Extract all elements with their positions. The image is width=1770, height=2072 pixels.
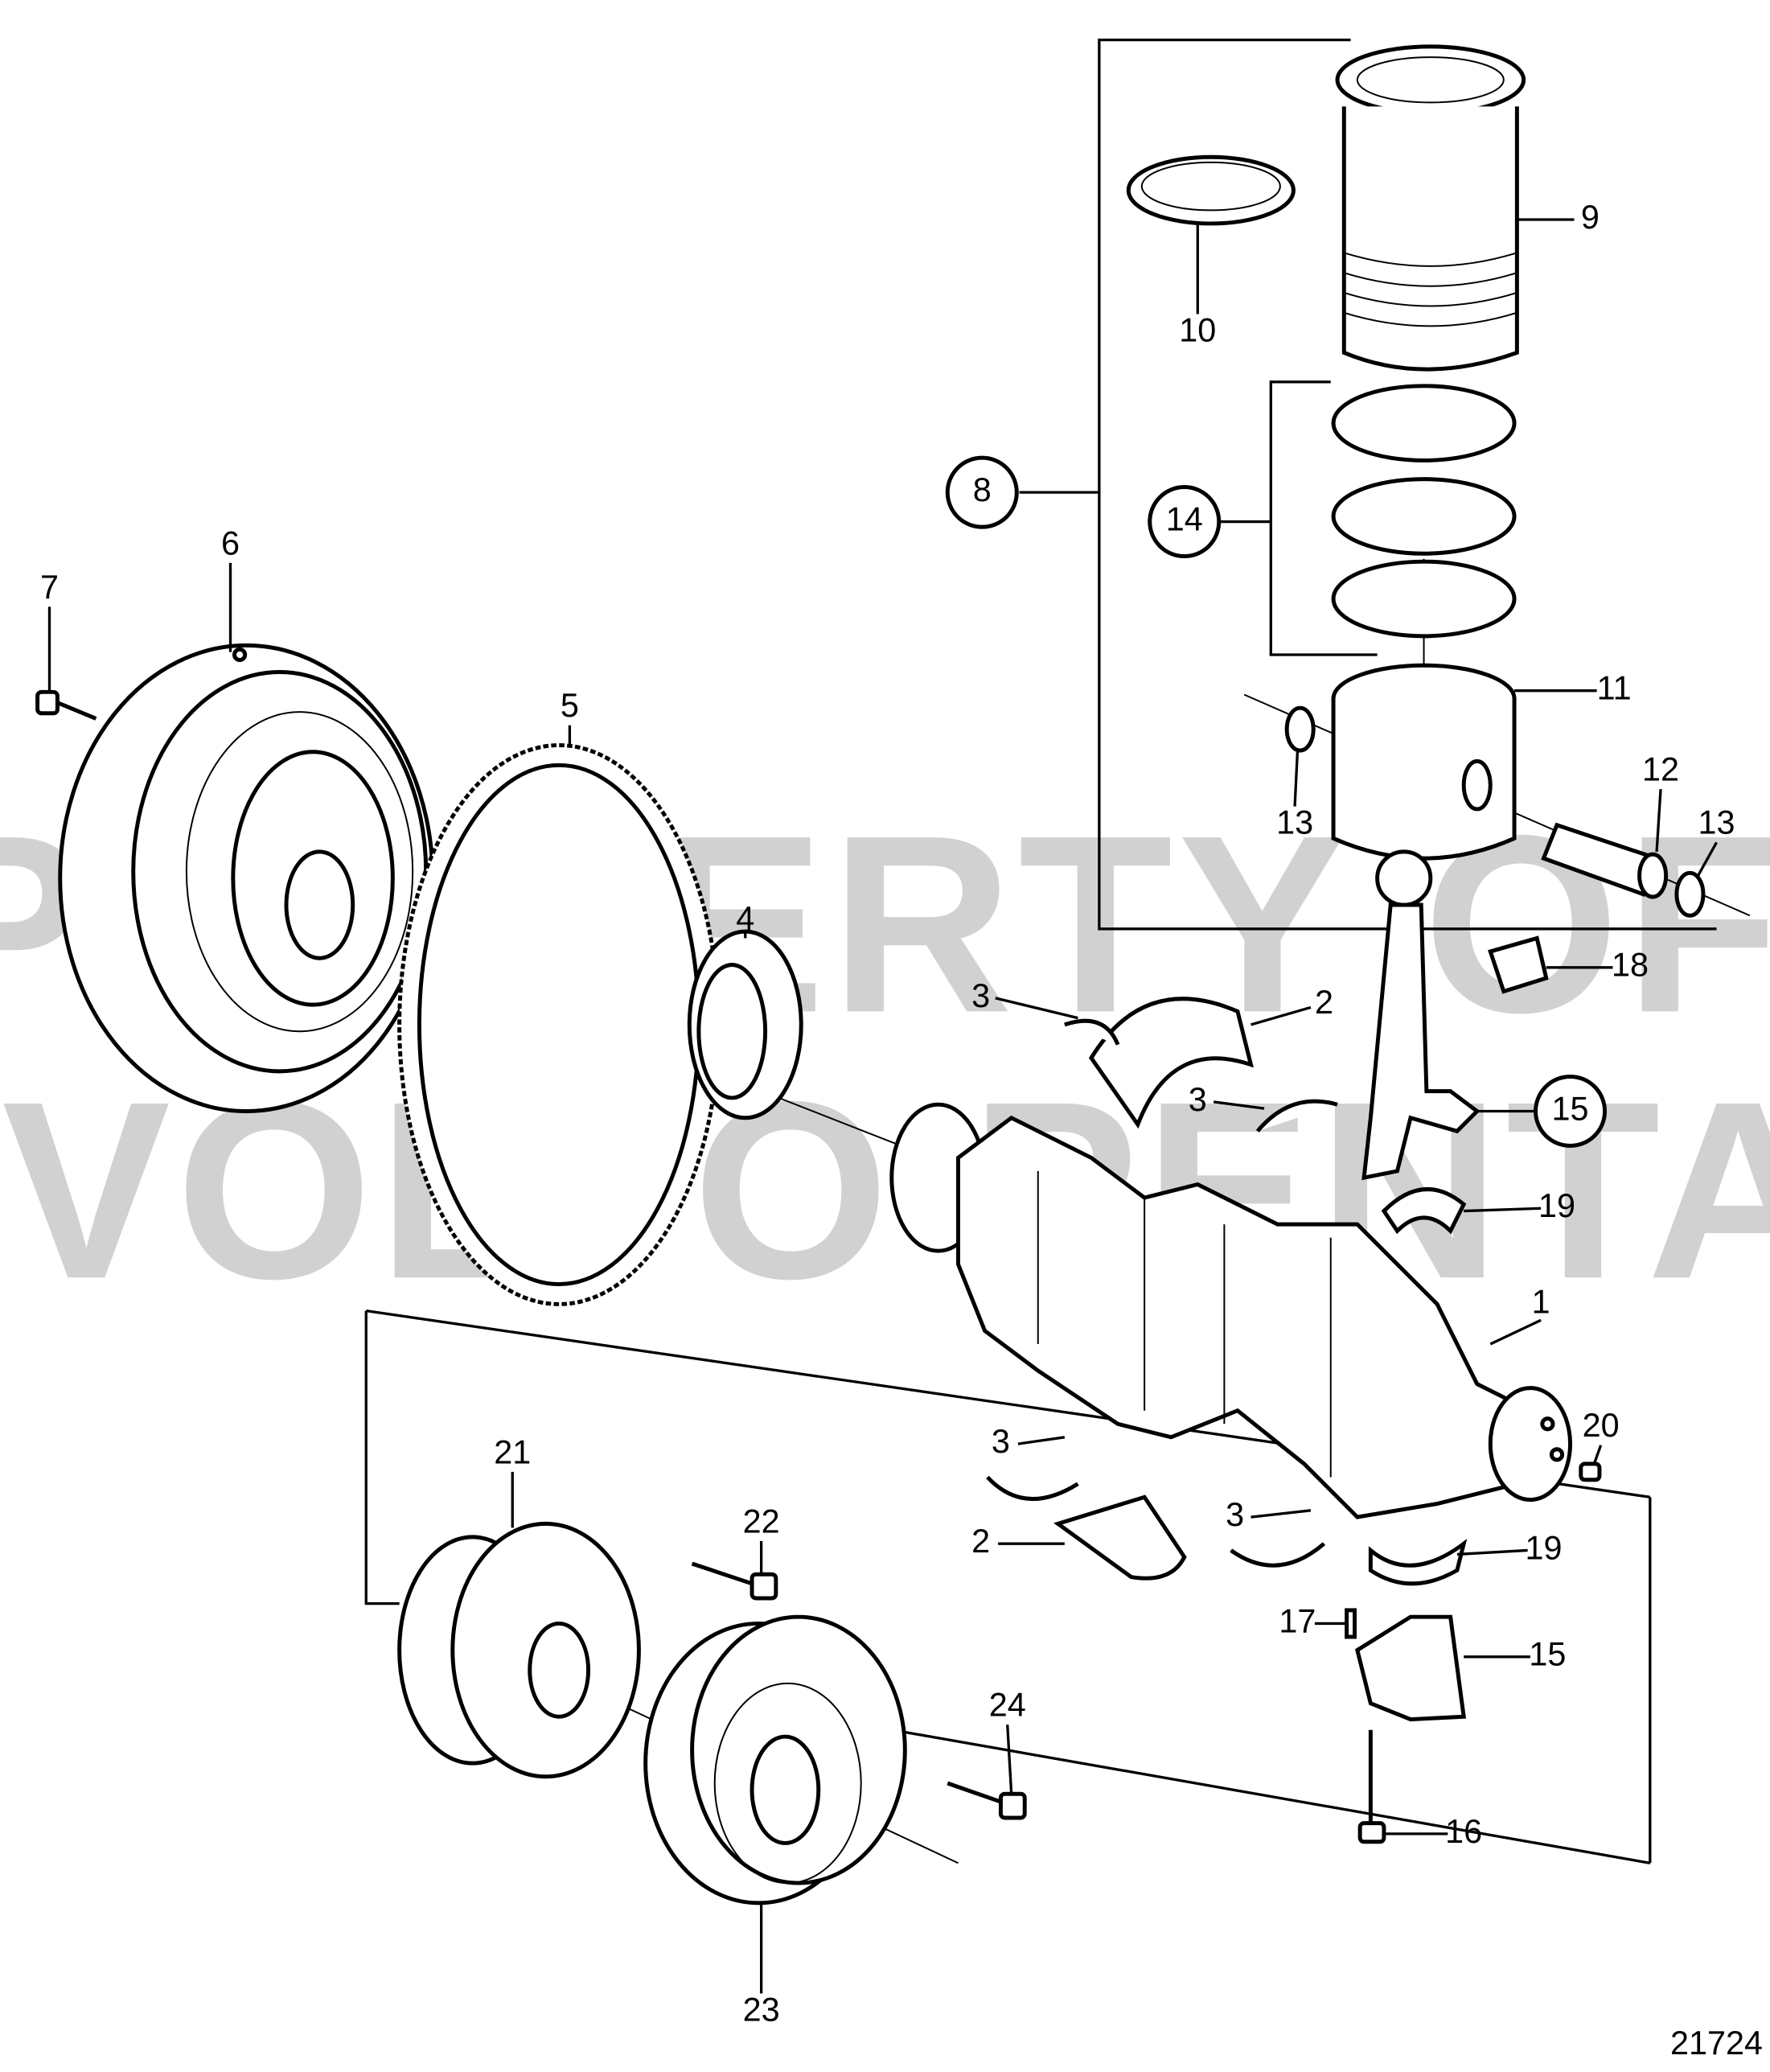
ring-gear — [397, 743, 721, 1306]
main-bearing-lower — [1053, 1494, 1187, 1581]
callout-11: 11 — [1597, 670, 1632, 707]
leader-lines — [47, 218, 1718, 1994]
callout-3: 3 — [1226, 1496, 1244, 1533]
callout-8-assembly: 8 — [973, 471, 992, 508]
callout-labels: 1 2 2 3 3 3 3 4 5 6 7 8 9 10 11 12 13 13… — [40, 199, 1763, 2062]
callout-16: 16 — [1445, 1813, 1482, 1850]
callout-18: 18 — [1612, 947, 1649, 984]
connecting-rod — [1361, 849, 1480, 1181]
crankshaft-pulley — [397, 1521, 641, 1779]
dowel-pins — [1345, 1462, 1602, 1639]
conrod-bearings — [1368, 1187, 1468, 1586]
callout-13: 13 — [1698, 804, 1735, 841]
callout-13: 13 — [1276, 804, 1313, 841]
callout-2: 2 — [971, 1523, 990, 1560]
callout-2: 2 — [1315, 984, 1333, 1021]
thrust-washers — [986, 1018, 1338, 1568]
callout-7: 7 — [40, 569, 59, 606]
piston-pin-bushing — [1488, 935, 1549, 994]
liner-seal-ring — [1126, 154, 1296, 226]
callout-21: 21 — [494, 1433, 531, 1470]
callout-14-assembly: 14 — [1166, 500, 1203, 537]
callout-3: 3 — [992, 1423, 1010, 1460]
callout-6: 6 — [221, 524, 240, 561]
piston — [1331, 663, 1517, 861]
callout-1: 1 — [1532, 1283, 1550, 1320]
cylinder-liner — [1335, 44, 1526, 372]
callout-24: 24 — [989, 1687, 1026, 1724]
callout-10: 10 — [1179, 312, 1216, 349]
drawing-number: 21724 — [1670, 2025, 1763, 2062]
flywheel — [58, 643, 435, 1113]
callout-17: 17 — [1279, 1602, 1316, 1639]
crankshaft-seal — [687, 929, 803, 1120]
callout-3: 3 — [1189, 1081, 1207, 1118]
bearing-cap — [1354, 1614, 1467, 1722]
callout-23: 23 — [743, 1991, 780, 2028]
vibration-damper — [643, 1614, 907, 1906]
callout-15: 15 — [1529, 1636, 1566, 1673]
callout-22: 22 — [743, 1503, 780, 1540]
pulley-bolt — [691, 1561, 778, 1601]
callout-19: 19 — [1538, 1187, 1575, 1224]
bearing-cap-bolt — [1357, 1729, 1386, 1844]
callout-9: 9 — [1581, 199, 1600, 236]
callout-15-assembly: 15 — [1552, 1090, 1589, 1127]
flywheel-bolt — [35, 689, 97, 721]
damper-bolt — [947, 1781, 1027, 1820]
crankshaft — [889, 1102, 1573, 1519]
piston-rings — [1331, 384, 1517, 639]
circlips — [1284, 705, 1706, 918]
callout-19: 19 — [1525, 1529, 1562, 1566]
main-bearing-upper — [1088, 997, 1254, 1129]
callout-5: 5 — [561, 687, 579, 724]
piston-pin — [1541, 822, 1669, 899]
callout-12: 12 — [1642, 751, 1679, 788]
callout-20: 20 — [1583, 1407, 1620, 1444]
callout-4: 4 — [736, 900, 754, 937]
callout-3: 3 — [971, 977, 990, 1014]
